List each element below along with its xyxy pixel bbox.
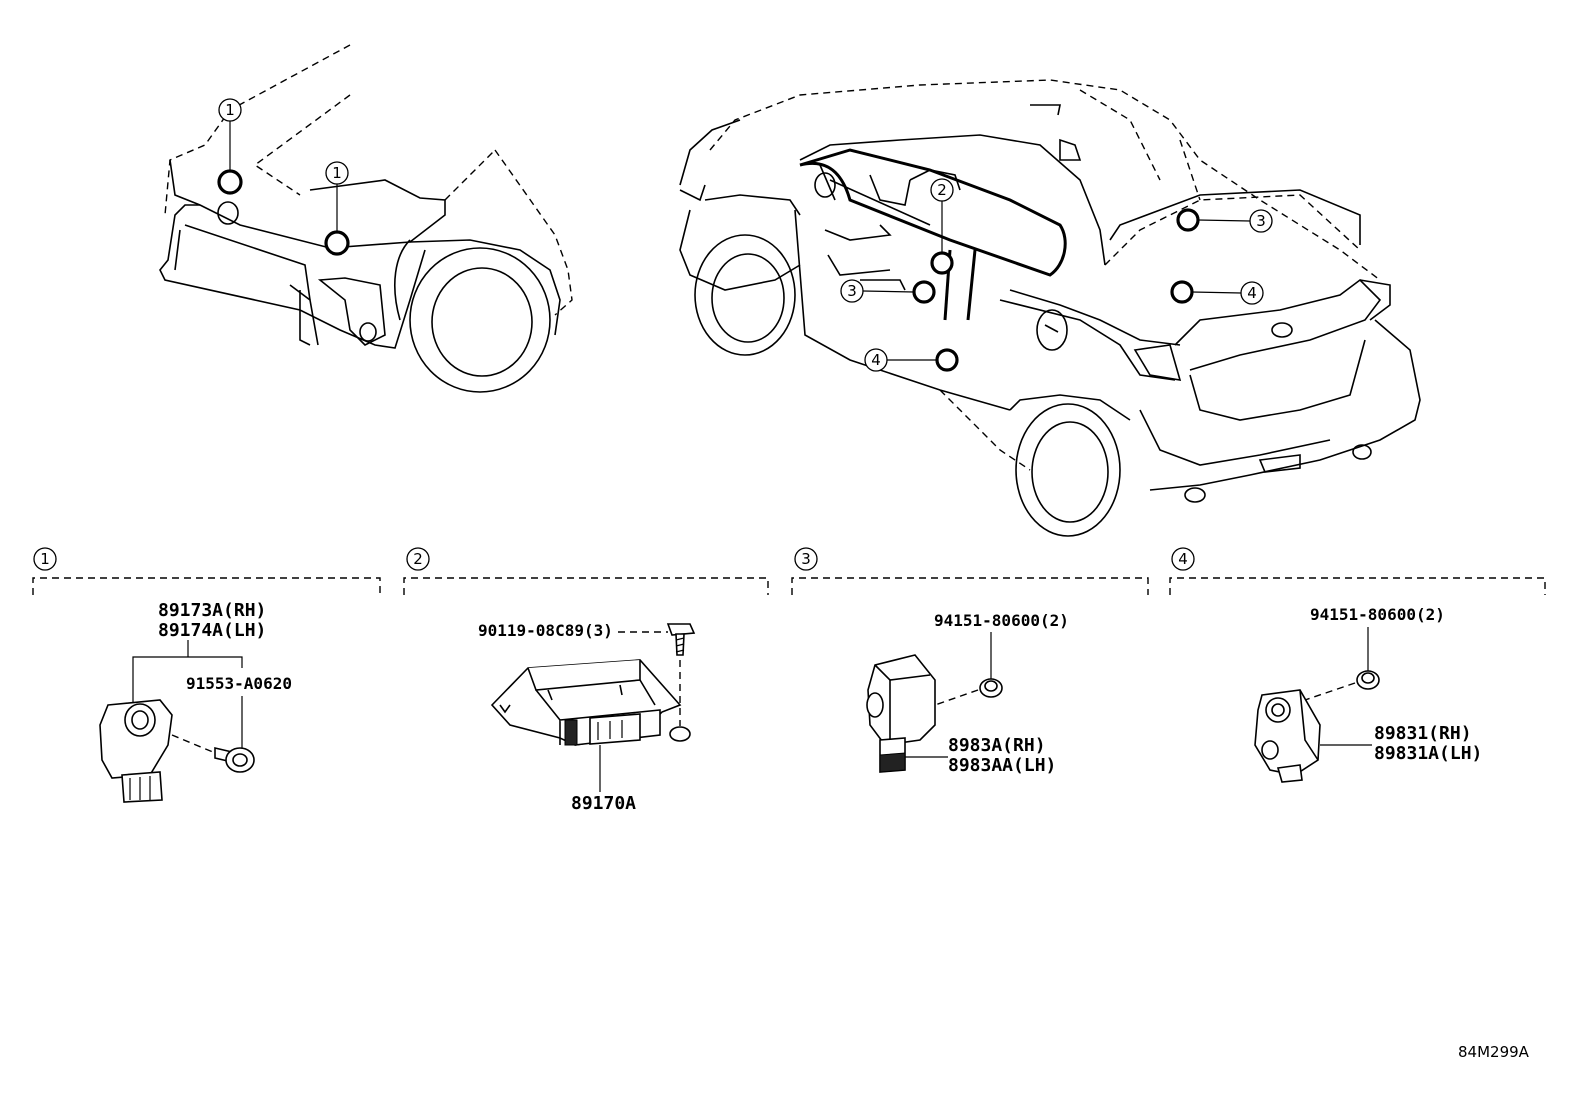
section-3-part-lh: 8983AA(LH) [948, 755, 1056, 776]
callout-1-label: 1 [225, 101, 235, 119]
section-2-bracket [403, 577, 769, 595]
callout-2-center [930, 178, 954, 202]
section-4-part-rh: 89831(RH) [1374, 723, 1472, 744]
callout-1-front-right [325, 161, 349, 185]
front-impact-sensor [99, 699, 173, 803]
section-3-part-rh: 8983A(RH) [948, 735, 1046, 756]
airbag-sensor-assembly [490, 659, 682, 746]
callout-3-right [1249, 209, 1273, 233]
callout-4-label: 4 [1247, 284, 1257, 302]
section-3-nut-label: 94151-80600(2) [934, 611, 1069, 630]
bolt-91553 [214, 746, 255, 773]
section-4-number-circle [1171, 547, 1195, 571]
section-4-part-lh: 89831A(LH) [1374, 743, 1482, 764]
callout-4-right [1240, 281, 1264, 305]
section-1-bolt-label: 91553-A0620 [186, 674, 292, 693]
callout-4-label: 4 [871, 351, 881, 369]
section-4-bracket [1169, 577, 1546, 595]
section-2-part-label: 89170A [571, 793, 636, 814]
section-1-number-circle [33, 547, 57, 571]
rear-impact-sensor [1254, 689, 1321, 783]
section-2: 2 90119-08C89(3) 89170A [403, 547, 769, 814]
section-1-bracket [32, 577, 381, 595]
section-4-nut-label: 94151-80600(2) [1310, 605, 1445, 624]
front-car-illustration: 1 1 [159, 44, 573, 393]
rear-car-illustration: 2 3 4 3 4 [679, 79, 1421, 537]
section-3-number: 3 [801, 550, 811, 568]
bolt-90119 [666, 623, 696, 656]
side-impact-sensor-rh [866, 654, 936, 773]
callout-1-front-left [218, 98, 242, 122]
section-3-bracket [791, 577, 1149, 595]
section-2-number-circle [406, 547, 430, 571]
section-3-number-circle [794, 547, 818, 571]
section-1-part-rh: 89173A(RH) [158, 600, 266, 621]
section-1: 1 89173A(RH) 89174A(LH) 91553-A0620 [32, 547, 381, 803]
nut-94151-s3 [979, 678, 1003, 698]
diagram-code: 84M299A [1458, 1043, 1530, 1061]
callout-3-left [840, 279, 864, 303]
callout-4-left [864, 348, 888, 372]
nut-94151-s4 [1356, 670, 1380, 690]
callout-2-label: 2 [937, 181, 947, 199]
section-1-number: 1 [40, 550, 50, 568]
callout-3-label: 3 [847, 282, 857, 300]
section-2-bolt-label: 90119-08C89(3) [478, 621, 613, 640]
section-3: 3 94151-80600(2) 8983A(RH) 8983AA(LH) [791, 547, 1149, 776]
callout-1-label: 1 [332, 164, 342, 182]
section-1-part-lh: 89174A(LH) [158, 620, 266, 641]
section-4-number: 4 [1178, 550, 1188, 568]
section-4: 4 94151-80600(2) 89831(RH) 89831A(LH) [1169, 547, 1546, 783]
section-2-number: 2 [413, 550, 423, 568]
callout-3-label: 3 [1256, 212, 1266, 230]
